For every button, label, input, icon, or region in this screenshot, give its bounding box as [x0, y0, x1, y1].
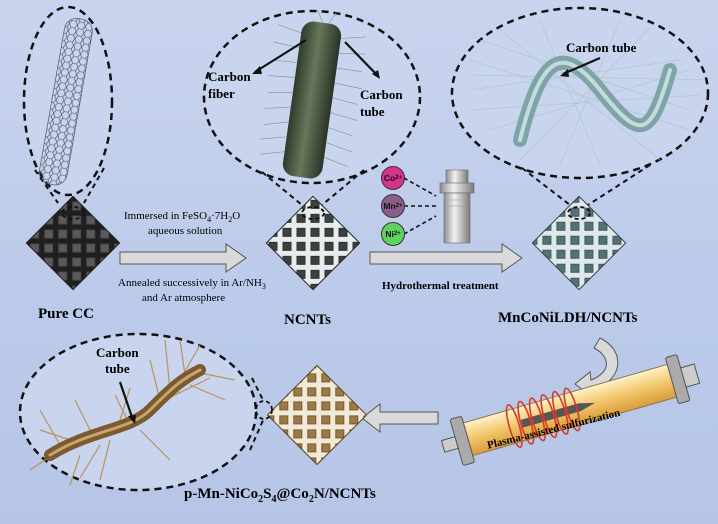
step-annealed-label: Annealed successively in Ar/NH3 — [118, 277, 266, 292]
label-ncnts: NCNTs — [284, 312, 331, 328]
final-fabric — [255, 364, 368, 466]
ncnts-fabric — [265, 195, 361, 291]
label-pure-cc: Pure CC — [38, 306, 94, 322]
pure-cc-fabric — [25, 195, 121, 291]
autoclave-icon — [439, 169, 475, 244]
step-hydrothermal-label: Hydrothermal treatment — [382, 280, 499, 292]
step-immersed-label: Immersed in FeSO4·7H2O — [124, 210, 241, 225]
label-carbon-tube-3: Carbon tube — [96, 345, 139, 376]
label-mnconildh: MnCoNiLDH/NCNTs — [498, 310, 638, 326]
arrow-step-2 — [369, 243, 523, 273]
plasma-reactor — [440, 354, 701, 466]
ldh-fabric — [531, 195, 627, 291]
step-atmosphere-label: and Ar atmosphere — [142, 292, 226, 304]
label-final-product: p-Mn-NiCo2S4@Co2N/NCNTs — [184, 486, 376, 505]
zoom-bubble-ldh — [450, 6, 710, 206]
label-carbon-tube-1: Carbon tube — [360, 87, 403, 119]
zoom-bubble-final — [18, 332, 265, 492]
ion-connectors — [403, 177, 437, 235]
zoom-bubble-cnt — [22, 5, 114, 204]
zoom-bubble-fiber — [202, 9, 422, 206]
label-carbon-tube-2: Carbon tube — [566, 40, 637, 55]
step-aqueous-label: aqueous solution — [148, 225, 223, 237]
label-carbon-fiber: Carbon fiber — [208, 69, 251, 101]
arrow-step-4 — [361, 402, 439, 434]
arrow-step-1 — [119, 243, 247, 273]
